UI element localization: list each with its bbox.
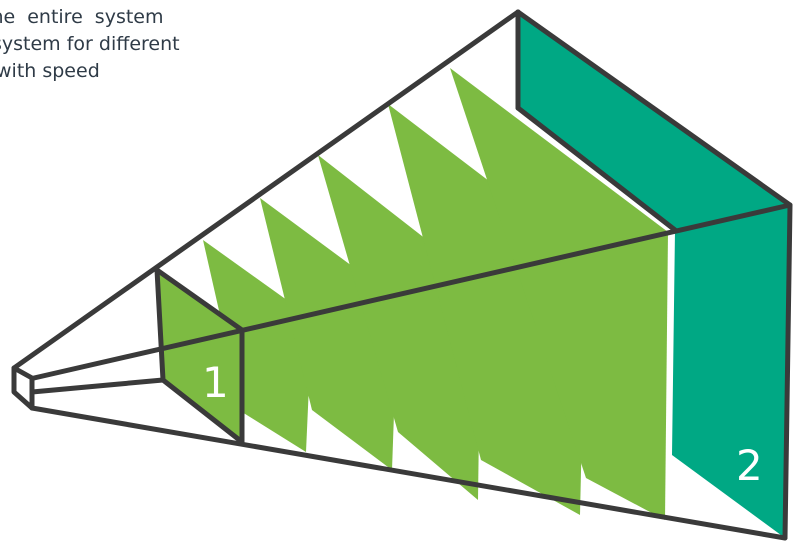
pane-label-1: 1: [202, 358, 229, 407]
description-line-3: with speed: [0, 60, 100, 82]
intermediate-pane-1: [203, 240, 312, 452]
intermediate-pane-3: [318, 155, 481, 500]
intermediate-pane-2: [260, 198, 398, 470]
pane-label-2: 2: [736, 441, 763, 490]
description-line-2: system for different: [0, 33, 180, 55]
end-pane-2: [518, 12, 790, 538]
description-line-1: the entire system: [0, 6, 164, 28]
description-text: the entire system system for different w…: [0, 4, 238, 124]
intermediate-panes: [203, 68, 668, 520]
intermediate-pane-5: [450, 68, 668, 520]
intermediate-pane-4: [388, 104, 586, 515]
funnel-outline: [11, 9, 793, 541]
start-pane-1: [157, 270, 242, 442]
